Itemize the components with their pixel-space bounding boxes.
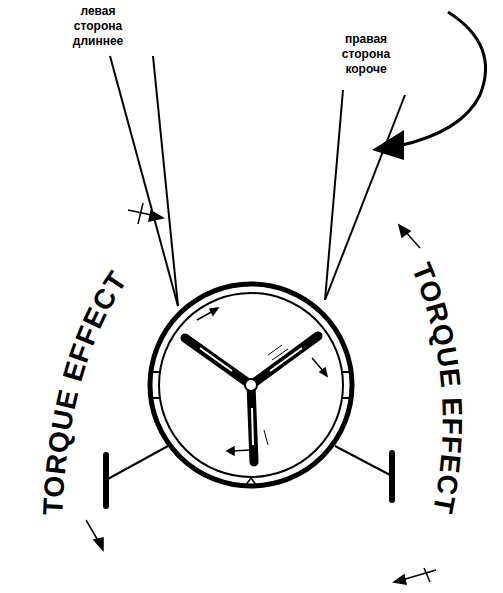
riser-lines <box>110 56 405 306</box>
riser-note: правая сторона короче <box>330 32 402 77</box>
rotation-arrow <box>372 12 486 160</box>
propeller-cage <box>150 284 352 486</box>
torque-arrows <box>86 203 436 584</box>
torque-label: TORQUE EFFECT <box>406 259 468 517</box>
landing-gear <box>106 446 392 506</box>
propeller <box>185 308 327 462</box>
riser-note: левая сторона длиннее <box>60 4 136 49</box>
torque-label: TORQUE EFFECT <box>37 265 133 515</box>
